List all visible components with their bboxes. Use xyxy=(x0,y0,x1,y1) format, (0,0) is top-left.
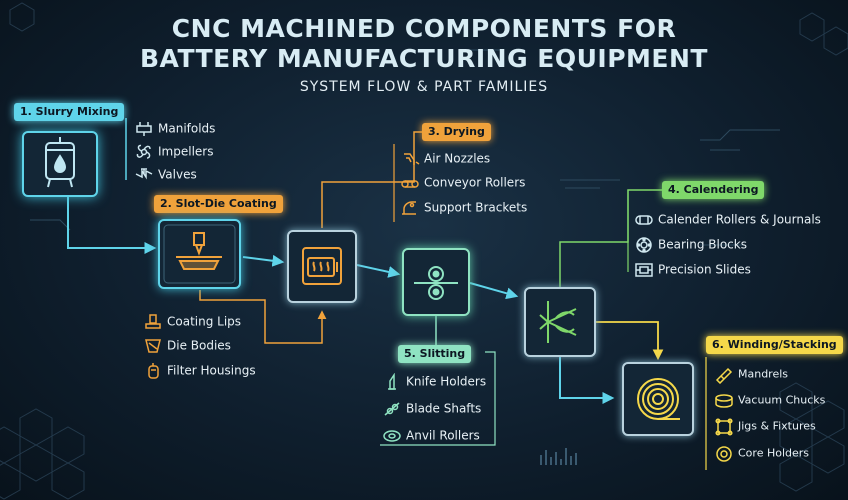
title-line-1: CNC MACHINED COMPONENTS FOR xyxy=(171,14,677,43)
stage-label-drying: 3. Drying xyxy=(422,123,491,141)
part-conveyor-rollers: Conveyor Rollers xyxy=(400,172,525,192)
part-knife-holders: Knife Holders xyxy=(382,371,486,391)
part-impellers: Impellers xyxy=(134,141,213,161)
coating-lip-icon xyxy=(143,313,163,331)
part-label: Die Bodies xyxy=(167,338,231,353)
part-core-holders: Core Holders xyxy=(714,443,809,463)
part-filter-housings: Filter Housings xyxy=(143,360,256,380)
part-label: Precision Slides xyxy=(658,262,751,277)
part-label: Manifolds xyxy=(158,121,216,136)
stage-box-calendering xyxy=(524,287,596,357)
stage-box-slitting xyxy=(402,248,470,316)
part-valves: Valves xyxy=(134,164,197,184)
part-label: Blade Shafts xyxy=(406,401,482,416)
part-anvil-rollers: Anvil Rollers xyxy=(382,425,480,445)
part-label: Anvil Rollers xyxy=(406,428,480,443)
slot-die-icon xyxy=(163,224,236,284)
calender-icon xyxy=(539,301,577,343)
stage-label-calendering: 4. Calendering xyxy=(662,181,765,199)
calender-roller-icon xyxy=(634,211,654,229)
valve-icon xyxy=(134,166,154,184)
slitting-rollers-icon xyxy=(414,266,458,300)
title-line-2: BATTERY MANUFACTURING EQUIPMENT xyxy=(139,44,708,73)
blade-shaft-icon xyxy=(382,400,402,418)
part-label: Impellers xyxy=(158,144,214,159)
filter-housing-icon xyxy=(143,362,163,380)
part-label: Mandrels xyxy=(738,367,789,381)
part-label: Coating Lips xyxy=(167,314,242,329)
part-mandrels: Mandrels xyxy=(714,364,788,384)
drying-oven-icon xyxy=(302,247,342,285)
part-coating-lips: Coating Lips xyxy=(143,311,241,331)
part-vacuum-chucks: Vacuum Chucks xyxy=(714,390,825,410)
support-bracket-icon xyxy=(400,199,420,217)
part-precision-slides: Precision Slides xyxy=(634,259,751,279)
part-label: Jigs & Fixtures xyxy=(738,419,816,433)
part-label: Core Holders xyxy=(738,446,810,460)
stage-label-slitting: 5. Slitting xyxy=(398,345,472,363)
winding-coil-icon xyxy=(637,378,680,420)
part-blade-shafts: Blade Shafts xyxy=(382,398,481,418)
stage-label-winding-stacking: 6. Winding/Stacking xyxy=(706,336,843,354)
part-label: Vacuum Chucks xyxy=(738,393,826,407)
part-support-brackets: Support Brackets xyxy=(400,197,527,217)
part-label: Valves xyxy=(158,167,197,182)
stage-box-slurry-mixing xyxy=(22,131,98,197)
mixing-tank-icon xyxy=(45,137,75,188)
part-label: Air Nozzles xyxy=(424,151,491,166)
part-label: Support Brackets xyxy=(424,200,528,215)
part-label: Knife Holders xyxy=(406,374,487,389)
part-manifolds: Manifolds xyxy=(134,118,215,138)
part-die-bodies: Die Bodies xyxy=(143,335,231,355)
part-bearing-blocks: Bearing Blocks xyxy=(634,234,747,254)
mandrel-icon xyxy=(714,366,734,384)
core-holder-icon xyxy=(714,445,734,463)
jig-fixture-icon xyxy=(714,417,734,436)
stage-box-winding-stacking xyxy=(622,362,694,436)
part-label: Bearing Blocks xyxy=(658,237,747,252)
air-nozzle-icon xyxy=(400,150,420,168)
knife-holder-icon xyxy=(382,372,402,391)
conveyor-roller-icon xyxy=(400,174,420,192)
die-body-icon xyxy=(143,337,163,355)
part-calender-rollers-journals: Calender Rollers & Journals xyxy=(634,209,821,229)
subtitle: SYSTEM FLOW & PART FAMILIES xyxy=(299,79,549,95)
bearing-block-icon xyxy=(634,236,654,254)
precision-slide-icon xyxy=(634,261,654,279)
stage-label-slurry-mixing: 1. Slurry Mixing xyxy=(14,103,125,121)
part-label: Filter Housings xyxy=(167,363,256,378)
part-label: Calender Rollers & Journals xyxy=(658,212,821,227)
stage-box-drying xyxy=(287,230,357,303)
part-air-nozzles: Air Nozzles xyxy=(400,148,490,168)
stage-label-slot-die-coating: 2. Slot-Die Coating xyxy=(154,195,283,213)
vacuum-chuck-icon xyxy=(714,392,734,410)
stage-box-slot-die-coating xyxy=(158,219,241,289)
part-jigs-fixtures: Jigs & Fixtures xyxy=(714,416,816,436)
part-label: Conveyor Rollers xyxy=(424,175,526,190)
impeller-icon xyxy=(134,143,154,161)
anvil-roller-icon xyxy=(382,427,402,445)
manifold-icon xyxy=(134,120,154,138)
